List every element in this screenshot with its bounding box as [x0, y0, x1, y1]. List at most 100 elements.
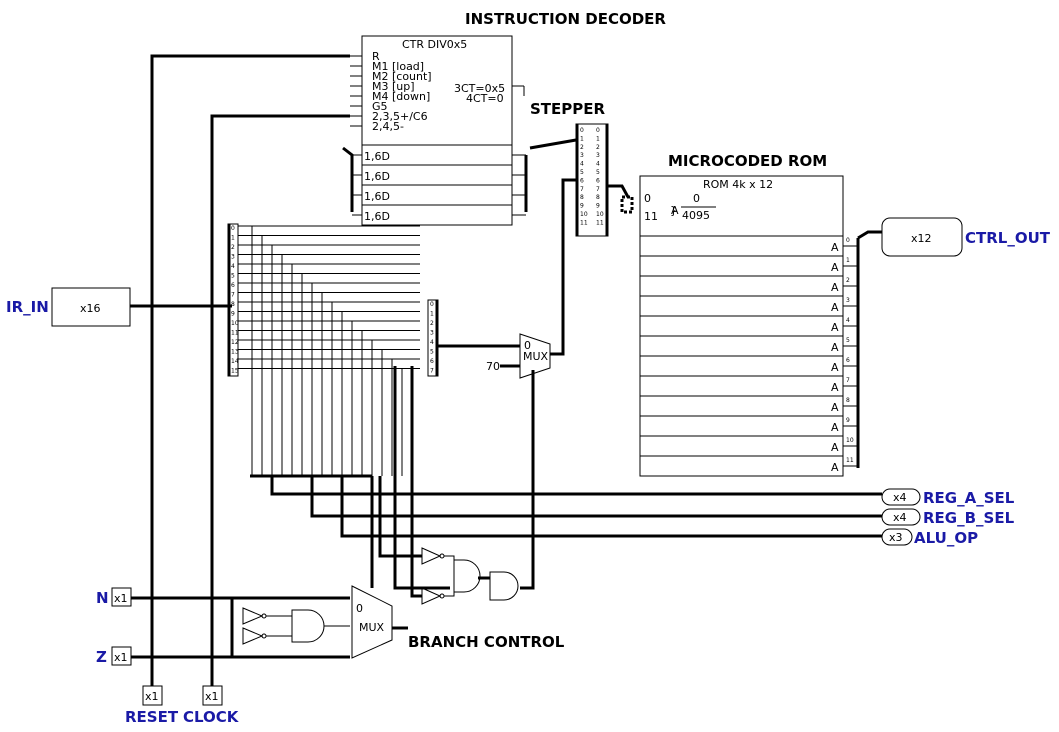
ir-split-bit-2: 2 [231, 244, 235, 251]
clock-label: CLOCK [183, 708, 240, 726]
counter-pin-4: M4 [down] [372, 90, 430, 103]
alu-op-width: x3 [889, 531, 903, 544]
rom-output-label-5: A [831, 341, 839, 354]
branch-gates [242, 547, 519, 645]
stepper-bit-left-6: 6 [580, 177, 584, 184]
counter-pin-6: 2,3,5+/C6 [372, 110, 428, 123]
stepper-bit-right-5: 5 [596, 169, 600, 176]
counter-pin-1: M1 [load] [372, 60, 424, 73]
stepper-bit-right-7: 7 [596, 186, 600, 193]
rom-output-label-7: A [831, 381, 839, 394]
stepper-bit-left-9: 9 [580, 203, 584, 210]
stepper-bit-right-6: 6 [596, 177, 600, 184]
ir-in-port: IR_IN x16 [6, 287, 131, 327]
ir-split-bit-1: 1 [231, 235, 235, 242]
ir-split-right-bit-6: 6 [430, 358, 434, 365]
lower-mux-label: MUX [359, 621, 385, 634]
rom-block: ROM 4k x 12 0 11 } A 0 4095 A0A1A2A3A4A5… [620, 175, 858, 477]
stepper-bit-left-10: 10 [580, 211, 588, 218]
stepper-bit-right-0: 0 [596, 127, 600, 134]
z-label: Z [96, 648, 107, 666]
reg-a-sel-width: x4 [893, 491, 907, 504]
ir-split-bit-6: 6 [231, 282, 235, 289]
counter-pin-3: M3 [up] [372, 80, 415, 93]
stepper-bit-left-3: 3 [580, 152, 584, 159]
ir-split-right-bit-1: 1 [430, 311, 434, 318]
n-label: N [96, 589, 109, 607]
ir-split-bit-10: 10 [231, 320, 239, 327]
reg-b-sel-port: x4 REG_B_SEL [881, 508, 1015, 527]
rom-output-index-11: 11 [846, 457, 854, 464]
rom-output-index-6: 6 [846, 357, 850, 364]
reg-a-sel-label: REG_A_SEL [923, 489, 1015, 507]
stepper-bit-left-8: 8 [580, 194, 584, 201]
alu-op-label: ALU_OP [914, 529, 978, 547]
rom-output-label-3: A [831, 301, 839, 314]
rom-output-label-0: A [831, 241, 839, 254]
wires [130, 54, 882, 686]
stepper-bit-left-4: 4 [580, 161, 584, 168]
ir-split-right-bit-7: 7 [430, 368, 434, 375]
rom-addr-bottom: 11 [644, 210, 658, 223]
ctrl-out-port: x12 CTRL_OUT [881, 217, 1051, 257]
rom-output-index-1: 1 [846, 257, 850, 264]
rom-output-label-11: A [831, 461, 839, 474]
alu-op-port: x3 ALU_OP [881, 528, 978, 547]
counter-reg-row-2: 1,6D [364, 190, 390, 203]
counter-pin-5: G5 [372, 100, 388, 113]
rom-output-index-4: 4 [846, 317, 850, 324]
ir-split-right-bit-3: 3 [430, 330, 434, 337]
reset-port: x1 RESET [125, 685, 179, 726]
ir-tap-lines [250, 226, 403, 478]
rom-output-index-9: 9 [846, 417, 850, 424]
rom-addr-symbol: A [671, 204, 679, 217]
counter-reg-row-1: 1,6D [364, 170, 390, 183]
rom-output-index-0: 0 [846, 237, 850, 244]
ir-split-bit-9: 9 [231, 311, 235, 318]
branch-title: BRANCH CONTROL [408, 633, 565, 651]
stepper-bit-right-1: 1 [596, 135, 600, 142]
rom-output-index-3: 3 [846, 297, 850, 304]
stepper-title: STEPPER [530, 100, 606, 118]
rom-output-label-4: A [831, 321, 839, 334]
z-width: x1 [114, 651, 128, 664]
stepper-bit-right-4: 4 [596, 161, 600, 168]
counter-reg-row-0: 1,6D [364, 150, 390, 163]
rom-output-label-9: A [831, 421, 839, 434]
rom-output-index-8: 8 [846, 397, 850, 404]
upper-mux-label: MUX [523, 350, 549, 363]
rom-output-label-2: A [831, 281, 839, 294]
ir-split-bit-12: 12 [231, 339, 239, 346]
clock-width: x1 [205, 690, 219, 703]
rom-output-label-8: A [831, 401, 839, 414]
rom-output-index-10: 10 [846, 437, 854, 444]
decoder-title: INSTRUCTION DECODER [465, 10, 666, 28]
ir-split-bit-0: 0 [231, 225, 235, 232]
ir-split-bit-14: 14 [231, 358, 239, 365]
z-port: Z x1 [96, 646, 132, 666]
ctrl-out-label: CTRL_OUT [965, 229, 1051, 247]
reset-label: RESET [125, 708, 179, 726]
counter-pin-0: R [372, 50, 380, 63]
ir-split-bit-4: 4 [231, 263, 235, 270]
stepper-bit-left-0: 0 [580, 127, 584, 134]
rom-addr-top: 0 [644, 192, 651, 205]
rom-range-high: 4095 [682, 209, 710, 222]
ir-split-right-bit-4: 4 [430, 339, 434, 346]
ctrl-out-width: x12 [911, 232, 932, 245]
counter-block: CTR DIV0x5 RM1 [load]M2 [count]M3 [up]M4… [350, 35, 526, 226]
reset-width: x1 [145, 690, 159, 703]
stepper-bit-left-7: 7 [580, 186, 584, 193]
rom-range-low: 0 [693, 192, 700, 205]
ir-split-bit-5: 5 [231, 273, 235, 280]
n-width: x1 [114, 592, 128, 605]
lower-mux-sel0: 0 [356, 602, 363, 615]
ir-split-bit-8: 8 [231, 301, 235, 308]
stepper-bit-right-3: 3 [596, 152, 600, 159]
ir-in-label: IR_IN [6, 298, 49, 316]
rom-output-index-5: 5 [846, 337, 850, 344]
stepper-bit-left-1: 1 [580, 135, 584, 142]
